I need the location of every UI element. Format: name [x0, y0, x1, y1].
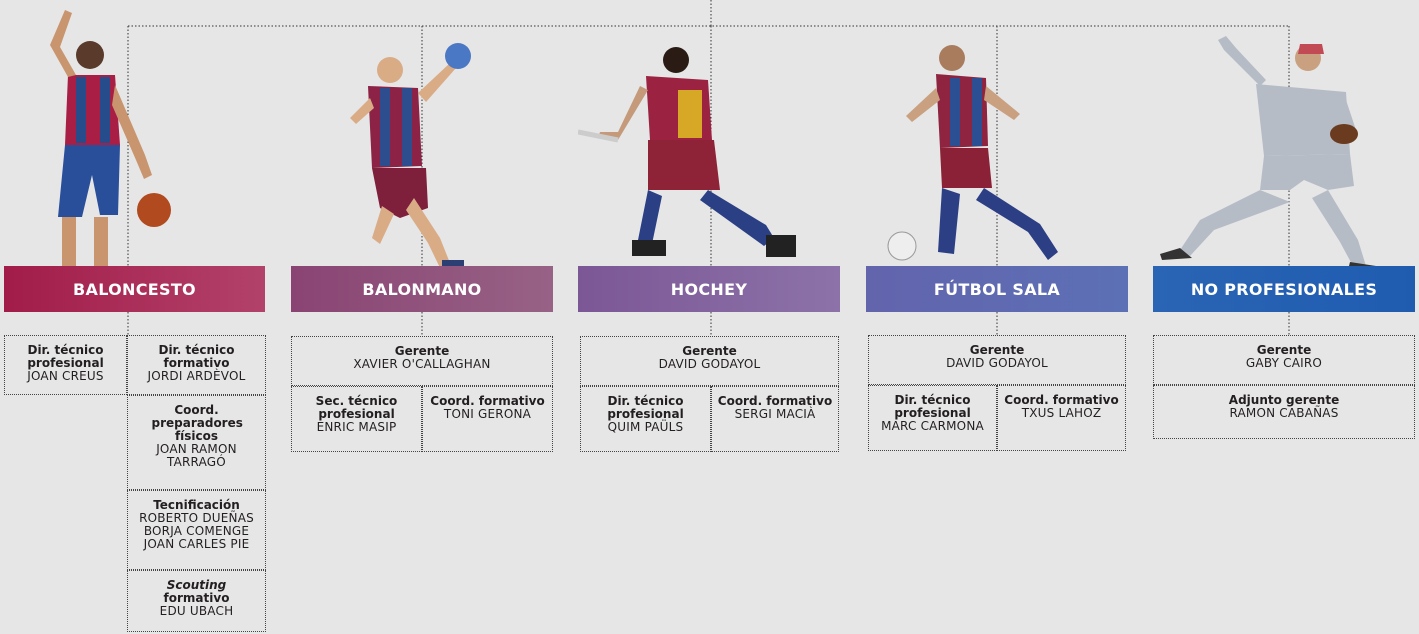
role-name: ENRIC MASIP	[316, 420, 397, 434]
role-box: Scouting formativo EDU UBACH	[127, 570, 266, 632]
role-title: Coord. formativo	[430, 394, 545, 408]
section-futbol-sala: FÚTBOL SALA	[866, 266, 1128, 312]
role-title: Adjunto gerente	[1228, 393, 1340, 407]
handball-player-photo	[350, 43, 471, 272]
role-name: TONI GERONA	[443, 407, 532, 421]
section-baloncesto: BALONCESTO	[4, 266, 265, 312]
role-title: Tecnificación	[153, 498, 240, 512]
role-name: JORDI ARDÈVOL	[147, 369, 246, 383]
role-name: MARC CARMONA	[881, 419, 984, 433]
role-title: Gerente	[682, 344, 737, 358]
role-name: JOAN RAMON TARRAGÓ	[156, 442, 237, 469]
role-title: formativo	[163, 591, 230, 605]
hockey-player-photo	[578, 47, 796, 257]
role-box: Dir. técnico profesional MARC CARMONA	[868, 385, 997, 451]
role-name: GABY CAIRO	[1245, 356, 1323, 370]
role-name: XAVIER O'CALLAGHAN	[353, 357, 491, 371]
role-name: EDU UBACH	[159, 604, 234, 618]
role-title: Gerente	[1256, 343, 1312, 357]
baseball-player-photo	[1160, 36, 1376, 272]
section-balonmano: BALONMANO	[291, 266, 553, 312]
basketball-player-photo	[39, 10, 171, 286]
role-box: Sec. técnico profesional ENRIC MASIP	[291, 386, 422, 452]
role-box: Coord. formativo TONI GERONA	[422, 386, 553, 452]
role-box: Dir. técnico profesional JOAN CREUS	[4, 335, 127, 395]
role-title: Dir. técnico profesional	[607, 394, 684, 421]
role-name: BORJA COMENGE	[143, 524, 250, 538]
role-title: Coord. formativo	[717, 394, 833, 408]
section-no-profesionales: NO PROFESIONALES	[1153, 266, 1415, 312]
role-title: Coord. formativo	[1004, 393, 1119, 407]
role-title: Dir. técnico formativo	[158, 343, 235, 370]
role-box: Dir. técnico profesional QUIM PAÜLS	[580, 386, 711, 452]
role-name: DAVID GODAYOL	[658, 357, 761, 371]
role-box: Coord. formativo SERGI MACIÀ	[711, 386, 839, 452]
role-box: Adjunto gerente RAMON CABAÑAS	[1153, 385, 1415, 439]
role-box: Dir. técnico formativo JORDI ARDÈVOL	[127, 335, 266, 395]
section-label: HOCHEY	[670, 279, 748, 299]
role-title: Dir. técnico profesional	[894, 393, 971, 420]
role-name: QUIM PAÜLS	[607, 420, 684, 434]
role-title: Gerente	[969, 343, 1025, 357]
section-label: FÚTBOL SALA	[933, 279, 1061, 299]
role-title: Gerente	[394, 344, 450, 358]
role-title: Coord. preparadores físicos	[151, 403, 243, 443]
section-hochey: HOCHEY	[578, 266, 840, 312]
role-name: RAMON CABAÑAS	[1229, 406, 1339, 420]
role-name: TXUS LAHOZ	[1021, 406, 1102, 420]
role-box: Coord. preparadores físicos JOAN RAMON T…	[127, 395, 266, 490]
role-title: Dir. técnico profesional	[27, 343, 104, 370]
role-box: Tecnificación ROBERTO DUEÑAS BORJA COMEN…	[127, 490, 266, 570]
role-box: Gerente XAVIER O'CALLAGHAN	[291, 336, 553, 386]
role-name: JOAN CARLES PIE	[143, 537, 250, 551]
section-label: BALONMANO	[362, 279, 482, 299]
role-name: JOAN CREUS	[27, 369, 104, 383]
section-label: NO PROFESIONALES	[1190, 279, 1378, 299]
role-name: DAVID GODAYOL	[946, 356, 1048, 370]
section-label: BALONCESTO	[73, 279, 196, 299]
role-box: Gerente DAVID GODAYOL	[580, 336, 839, 386]
role-name: ROBERTO DUEÑAS	[139, 511, 254, 525]
role-name: SERGI MACIÀ	[734, 407, 816, 421]
role-title: Sec. técnico profesional	[315, 394, 398, 421]
role-box: Gerente DAVID GODAYOL	[868, 335, 1126, 385]
role-title-italic: Scouting	[166, 578, 227, 592]
role-box: Gerente GABY CAIRO	[1153, 335, 1415, 385]
futsal-player-photo	[887, 45, 1058, 261]
role-box: Coord. formativo TXUS LAHOZ	[997, 385, 1126, 451]
